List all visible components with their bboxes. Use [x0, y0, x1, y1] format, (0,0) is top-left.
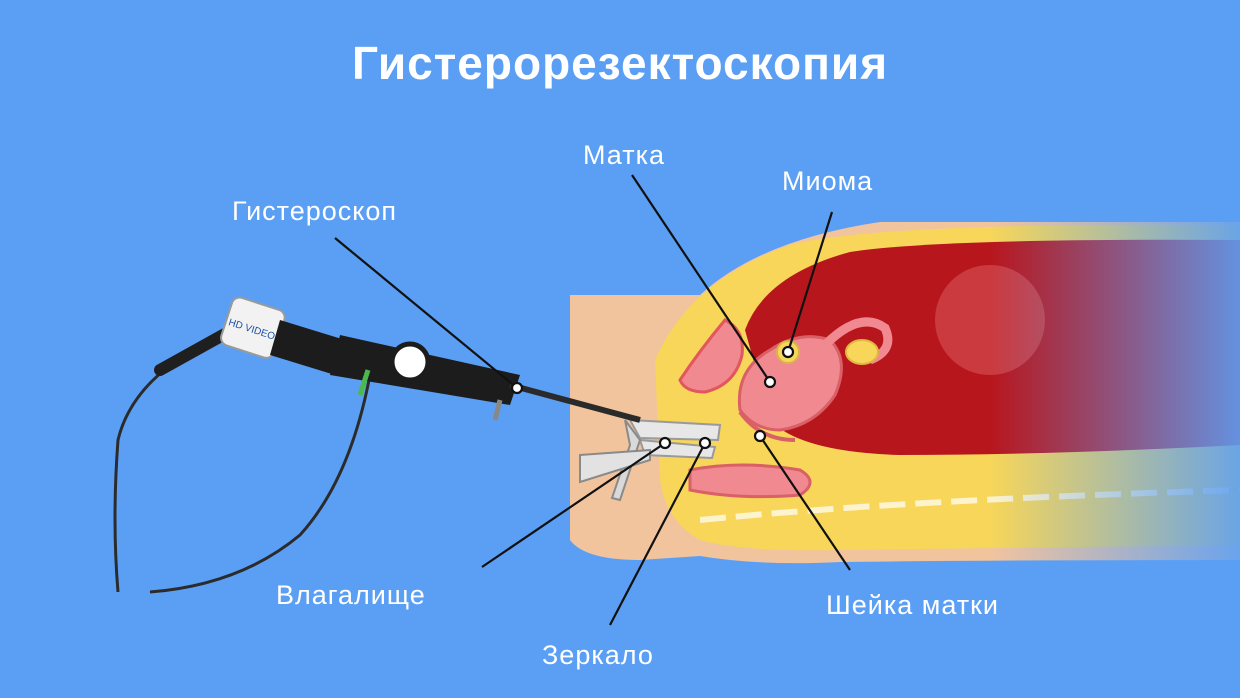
leader-cervix [759, 435, 851, 571]
label-myoma: Миома [782, 166, 874, 196]
page-title: Гистерорезектоскопия [351, 37, 889, 89]
leader-hysteroscope [334, 237, 518, 389]
scope-valve [389, 341, 431, 383]
motion-fade [990, 215, 1240, 565]
leader-myoma [786, 211, 834, 353]
label-hysteroscope: Гистероскоп [232, 196, 398, 226]
uterus-body [737, 335, 843, 432]
scope-tube [509, 382, 641, 423]
speculum-illustration [579, 418, 722, 502]
cable-2 [149, 374, 372, 594]
scope-coupler [270, 320, 345, 375]
label-vagina: Влагалище [276, 580, 426, 610]
hysteroscope-illustration: HD VIDEO [113, 296, 641, 594]
rectum [688, 463, 812, 499]
label-uterus: Матка [583, 140, 666, 170]
leader-vagina [481, 442, 666, 568]
cable-1 [113, 353, 186, 593]
fallopian-tube [821, 317, 893, 365]
ovary [845, 339, 879, 365]
body-cross-section [570, 215, 1240, 565]
label-speculum: Зеркало [542, 640, 654, 670]
leader-speculum [609, 442, 706, 626]
leader-uterus [631, 174, 771, 383]
bladder [678, 318, 744, 394]
leader-lines [334, 174, 851, 626]
label-cervix: Шейка матки [826, 590, 1000, 620]
